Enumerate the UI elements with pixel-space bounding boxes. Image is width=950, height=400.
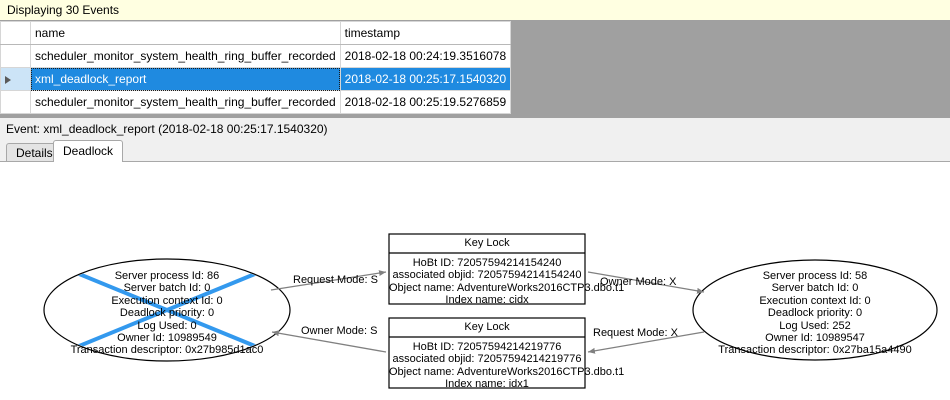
events-count-banner: Displaying 30 Events bbox=[0, 0, 950, 21]
event-detail-title: Event: xml_deadlock_report (2018-02-18 0… bbox=[6, 122, 328, 136]
edge-top-owner-right bbox=[587, 271, 705, 294]
row-selector-cell[interactable] bbox=[0, 90, 31, 114]
edge-label-right-request-bottom: Request Mode: X bbox=[593, 327, 678, 339]
deadlock-graph-canvas[interactable]: Server process Id: 86 Server batch Id: 0… bbox=[0, 161, 950, 400]
column-header-timestamp[interactable]: timestamp bbox=[339, 21, 512, 45]
table-row[interactable]: scheduler_monitor_system_health_ring_buf… bbox=[0, 44, 512, 68]
deadlock-graph-svg bbox=[43, 233, 938, 389]
events-grid[interactable]: name timestamp scheduler_monitor_system_… bbox=[0, 21, 512, 114]
edge-label-bottom-owner-left: Owner Mode: S bbox=[301, 325, 378, 337]
table-row-selected[interactable]: xml_deadlock_report 2018-02-18 00:25:17.… bbox=[0, 67, 512, 91]
row-selector-arrow-icon bbox=[5, 75, 11, 84]
deadlock-victim-cross-icon bbox=[45, 260, 289, 360]
resource-node-top bbox=[388, 233, 586, 305]
tab-deadlock[interactable]: Deadlock bbox=[53, 140, 124, 162]
resource-node-bottom bbox=[388, 317, 586, 389]
cell-name[interactable]: scheduler_monitor_system_health_ring_buf… bbox=[30, 44, 341, 68]
table-header-row: name timestamp bbox=[0, 21, 512, 45]
edge-label-top-owner-right: Owner Mode: X bbox=[600, 276, 677, 288]
cell-timestamp[interactable]: 2018-02-18 00:24:19.3516078 bbox=[339, 44, 512, 68]
resource-top-title: Key Lock bbox=[464, 237, 510, 249]
cell-name[interactable]: xml_deadlock_report bbox=[30, 67, 341, 91]
edge-right-request-bottom bbox=[587, 331, 705, 354]
events-grid-container[interactable]: name timestamp scheduler_monitor_system_… bbox=[0, 21, 950, 118]
row-selector-cell[interactable] bbox=[0, 44, 31, 68]
cell-timestamp[interactable]: 2018-02-18 00:25:17.1540320 bbox=[339, 67, 512, 91]
row-selector-cell[interactable] bbox=[0, 67, 31, 91]
column-header-selector[interactable] bbox=[0, 21, 31, 45]
column-header-name[interactable]: name bbox=[30, 21, 341, 45]
table-row[interactable]: scheduler_monitor_system_health_ring_buf… bbox=[0, 90, 512, 114]
process-node-left bbox=[43, 258, 291, 362]
cell-timestamp[interactable]: 2018-02-18 00:25:19.5276859 bbox=[339, 90, 512, 114]
cell-name[interactable]: scheduler_monitor_system_health_ring_buf… bbox=[30, 90, 341, 114]
event-detail-header: Event: xml_deadlock_report (2018-02-18 0… bbox=[0, 118, 950, 140]
events-count-label: Displaying 30 Events bbox=[7, 3, 120, 17]
detail-tabstrip: Details Deadlock bbox=[0, 140, 950, 162]
edge-bottom-owner-left bbox=[271, 330, 387, 353]
edge-left-request-top bbox=[270, 270, 387, 291]
process-node-right bbox=[692, 259, 938, 361]
resource-bottom-title: Key Lock bbox=[464, 321, 510, 333]
edge-label-left-request-top: Request Mode: S bbox=[293, 274, 378, 286]
